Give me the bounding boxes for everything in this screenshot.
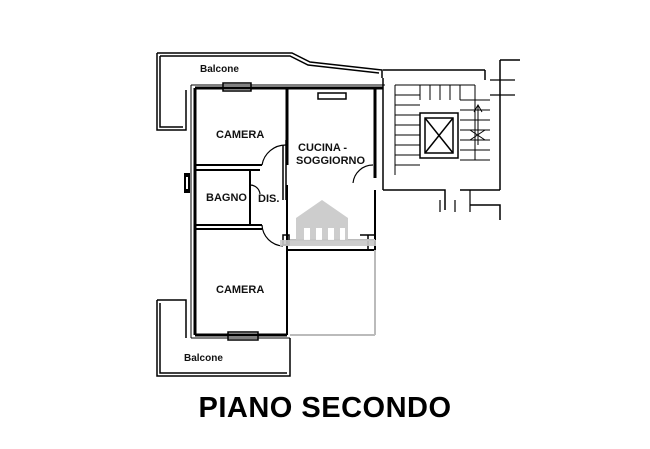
windows-top [222, 82, 347, 100]
bathroom-window [184, 173, 190, 193]
adjacent-walls [290, 239, 376, 336]
label-cucina-line1: CUCINA - [298, 142, 347, 154]
stair-arrows [469, 103, 486, 145]
right-partial [439, 79, 515, 212]
label-balcone-top: Balcone [200, 64, 239, 75]
interior-walls [195, 164, 376, 335]
balcony-bottom [156, 299, 291, 377]
label-dis: DIS. [258, 193, 279, 205]
label-camera-top: CAMERA [216, 129, 264, 141]
elevator [419, 112, 459, 159]
label-bagno: BAGNO [206, 192, 247, 204]
label-camera-bottom: CAMERA [216, 284, 264, 296]
stairwell [382, 59, 520, 220]
label-balcone-bottom: Balcone [184, 353, 223, 364]
outer-walls [193, 86, 383, 337]
plan-title: PIANO SECONDO [198, 392, 452, 424]
balcony-top [156, 52, 383, 131]
label-cucina-line2: SOGGIORNO [296, 155, 366, 167]
window-bottom [227, 331, 259, 341]
watermark-logo [280, 200, 376, 246]
stair-steps [394, 84, 490, 175]
